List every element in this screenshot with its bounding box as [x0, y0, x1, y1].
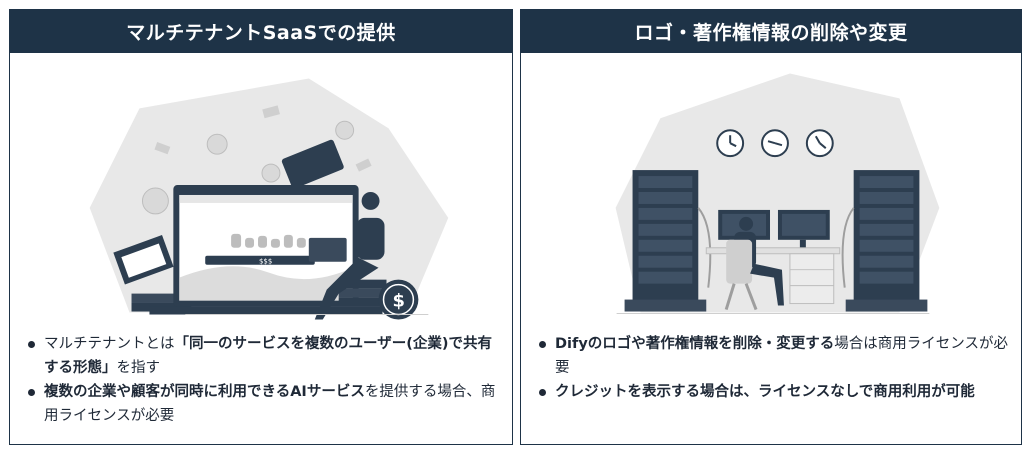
left-bullet-list: マルチテナントとは「同一のサービスを複数のユーザー(企業)で共有する形態」を指す… — [24, 332, 502, 428]
right-panel-title: ロゴ・著作権情報の削除や変更 — [521, 10, 1021, 53]
server-room-illustration — [615, 73, 940, 315]
right-bullet-2: クレジットを表示する場合は、ライセンスなしで商用利用が可能 — [535, 380, 1011, 404]
right-panel: ロゴ・著作権情報の削除や変更 — [520, 9, 1022, 445]
screen-label: $$$ — [259, 258, 272, 266]
left-panel: マルチテナントSaaSでの提供 — [9, 9, 513, 445]
left-bullet-1: マルチテナントとは「同一のサービスを複数のユーザー(企業)で共有する形態」を指す — [24, 332, 502, 380]
right-bullet-list: Difyのロゴや著作権情報を削除・変更する場合は商用ライセンスが必要 クレジット… — [535, 332, 1011, 404]
clock-icon — [761, 129, 789, 158]
clock-icon — [716, 129, 745, 158]
left-bullet-2: 複数の企業や顧客が同時に利用できるAIサービスを提供する場合、商用ライセンスが必… — [24, 380, 502, 428]
left-panel-title: マルチテナントSaaSでの提供 — [10, 10, 512, 53]
svg-text:$: $ — [392, 291, 404, 312]
right-bullet-1: Difyのロゴや著作権情報を削除・変更する場合は商用ライセンスが必要 — [535, 332, 1011, 380]
clock-icon — [805, 129, 834, 158]
saas-illustration: $ $$$ — [89, 78, 449, 320]
